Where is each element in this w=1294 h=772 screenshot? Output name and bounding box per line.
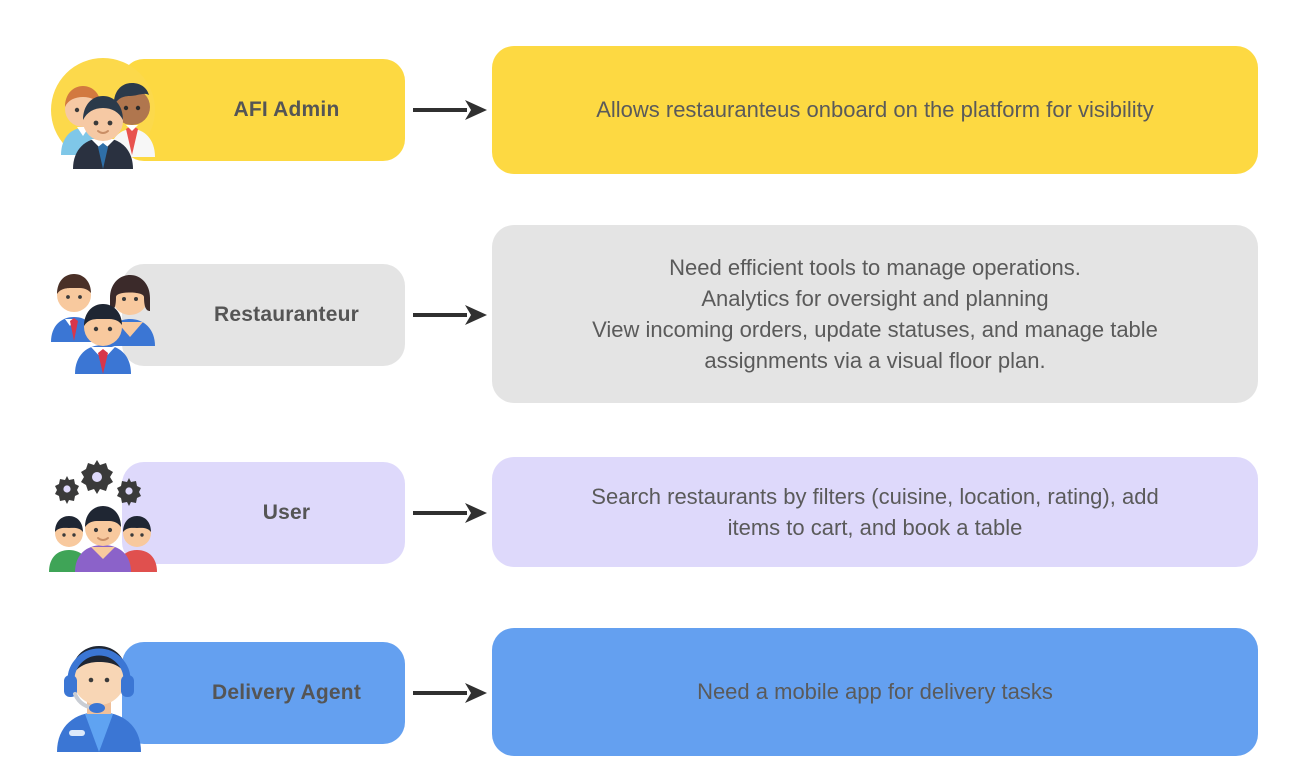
persona-description-text: Need a mobile app for delivery tasks bbox=[697, 679, 1053, 705]
arrow-right-icon bbox=[413, 97, 491, 123]
persona-label-card-user[interactable]: User bbox=[122, 461, 405, 564]
persona-description-text: Need efficient tools to manage operation… bbox=[592, 254, 1158, 374]
persona-description-card-restauranteur[interactable]: Need efficient tools to manage operation… bbox=[492, 225, 1258, 403]
arrow-right-icon bbox=[413, 500, 491, 526]
arrow-right-icon bbox=[413, 680, 491, 706]
persona-description-card-user[interactable]: Search restaurants by filters (cuisine, … bbox=[492, 457, 1258, 567]
persona-description-text: Search restaurants by filters (cuisine, … bbox=[591, 483, 1159, 540]
persona-label-text: User bbox=[262, 500, 311, 524]
persona-label-text: Restauranteur bbox=[214, 303, 359, 326]
persona-label-card-delivery-agent[interactable]: Delivery Agent bbox=[122, 641, 405, 744]
persona-row-restauranteur: Restauranteur bbox=[0, 225, 1294, 405]
persona-description-card-afi-admin[interactable]: Allows restauranteus onboard on the plat… bbox=[492, 46, 1258, 174]
persona-label-card-restauranteur[interactable]: Restauranteur bbox=[122, 264, 405, 366]
persona-label-text: Delivery Agent bbox=[211, 680, 362, 704]
persona-description-text: Allows restauranteus onboard on the plat… bbox=[596, 97, 1154, 123]
persona-row-delivery-agent: Delivery Agent bbox=[0, 620, 1294, 765]
persona-label-text: AFI Admin bbox=[233, 98, 340, 121]
persona-row-afi-admin: AFI Admin bbox=[0, 40, 1294, 180]
business-team-icon bbox=[47, 256, 159, 374]
support-headset-agent-icon bbox=[47, 634, 159, 752]
persona-description-card-delivery-agent[interactable]: Need a mobile app for delivery tasks bbox=[492, 628, 1258, 756]
persona-label-card-afi-admin[interactable]: AFI Admin bbox=[122, 59, 405, 161]
users-gears-icon bbox=[47, 454, 159, 572]
persona-row-user: User bbox=[0, 445, 1294, 580]
arrow-right-icon bbox=[413, 302, 491, 328]
admin-team-icon bbox=[47, 51, 159, 169]
